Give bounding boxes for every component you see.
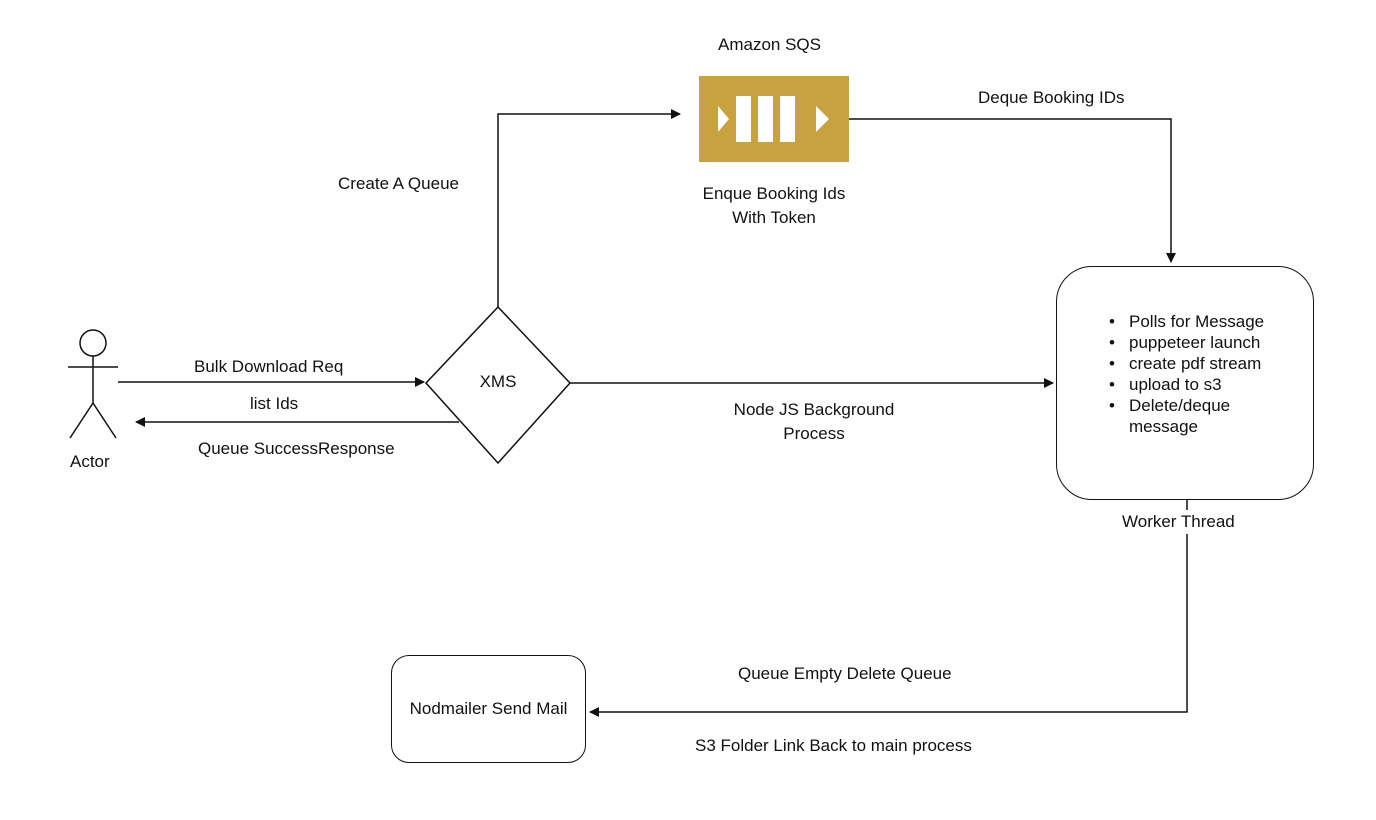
xms-label: XMS — [479, 372, 517, 391]
create-queue-label: Create A Queue — [338, 174, 459, 193]
worker-task-item: Delete/deque message — [1109, 395, 1269, 437]
queue-success-label: Queue SuccessResponse — [198, 439, 395, 458]
nodemailer-label: Nodmailer Send Mail — [409, 699, 568, 718]
worker-task-list: Polls for Message puppeteer launch creat… — [1109, 311, 1269, 437]
create-queue-arrow — [497, 109, 681, 307]
bulk-request-label: Bulk Download Req — [194, 357, 344, 376]
actor-label: Actor — [70, 452, 110, 471]
actor-icon — [68, 329, 118, 439]
sqs-caption-line2: With Token — [732, 208, 816, 227]
list-ids-label: list Ids — [250, 394, 299, 413]
xms-diamond — [424, 305, 572, 465]
worker-task-item: upload to s3 — [1109, 374, 1269, 395]
worker-task-item: Polls for Message — [1109, 311, 1269, 332]
node-background-label-line1: Node JS Background — [733, 400, 895, 419]
worker-task-item: puppeteer launch — [1109, 332, 1269, 353]
worker-task-item: create pdf stream — [1109, 353, 1269, 374]
deque-booking-arrow — [849, 118, 1176, 263]
worker-thread-box: Polls for Message puppeteer launch creat… — [1056, 266, 1314, 500]
queue-empty-label: Queue Empty Delete Queue — [738, 664, 952, 683]
deque-booking-label: Deque Booking IDs — [978, 88, 1125, 107]
sqs-caption-line1: Enque Booking Ids — [702, 184, 846, 203]
node-background-label-line2: Process — [783, 424, 845, 443]
sqs-title: Amazon SQS — [718, 35, 821, 54]
s3-link-label: S3 Folder Link Back to main process — [695, 736, 972, 755]
nodemailer-box: Nodmailer Send Mail — [391, 655, 586, 763]
worker-thread-caption: Worker Thread — [1122, 510, 1235, 534]
queue-empty-arrow — [589, 500, 1188, 717]
amazon-sqs-icon — [699, 76, 849, 162]
